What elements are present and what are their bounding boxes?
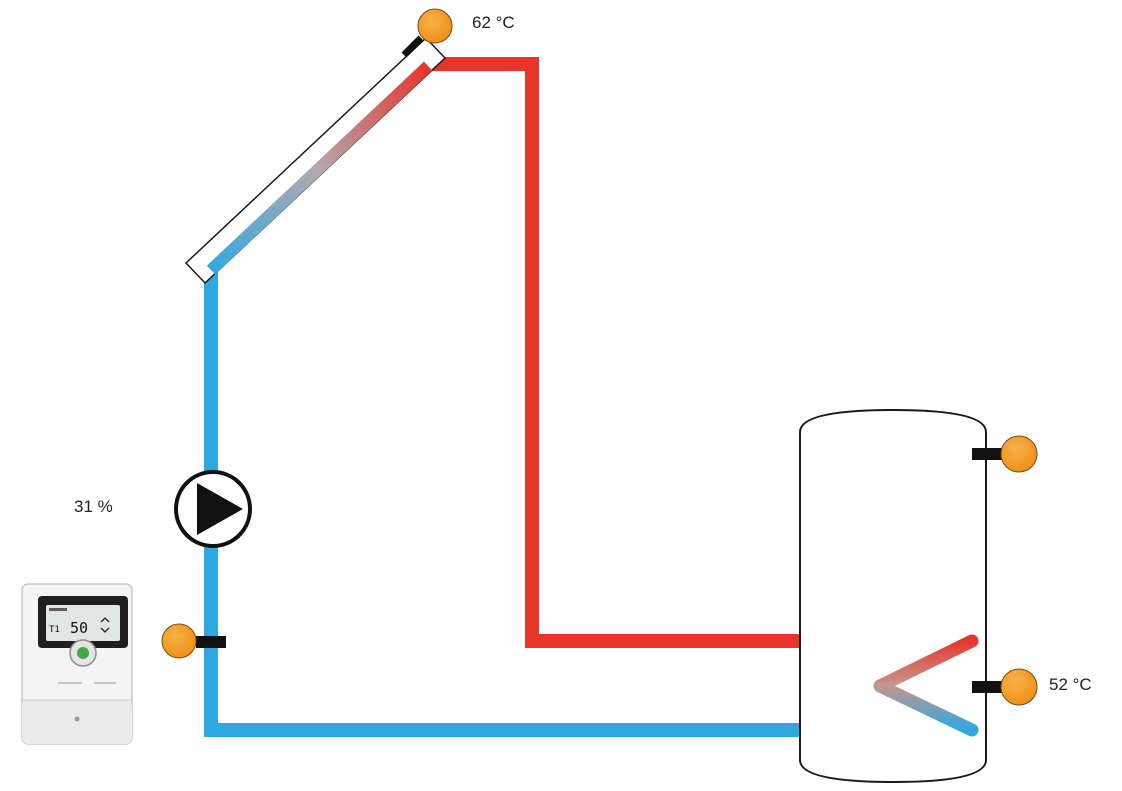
cold-return-pipe	[204, 272, 972, 737]
heat-exchanger-coil	[873, 634, 979, 737]
tank-temperature-label: 52 °C	[1049, 675, 1092, 694]
hot-supply-pipe	[420, 57, 972, 648]
controller-display-prefix: T1	[49, 625, 60, 635]
pump-speed-label: 31 %	[74, 497, 113, 516]
circulation-pump	[174, 470, 252, 548]
storage-tank	[799, 408, 987, 784]
controller-status-led-icon	[77, 647, 89, 659]
controller-display-value: 50	[70, 619, 88, 637]
solar-collector	[184, 36, 447, 285]
tank-bottom-sensor	[972, 668, 1038, 706]
solar-controller: T1 50	[21, 583, 133, 745]
collector-temperature-label: 62 °C	[472, 13, 515, 32]
collector-sensor	[401, 8, 453, 58]
return-sensor	[161, 623, 226, 659]
tank-top-sensor	[972, 435, 1038, 473]
pump-direction-icon	[197, 483, 243, 535]
controller-screen	[46, 605, 120, 641]
